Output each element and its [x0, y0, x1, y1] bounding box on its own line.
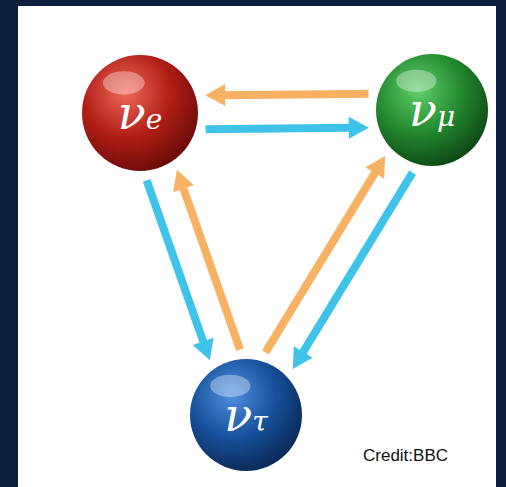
credit-note: Credit:BBC [363, 446, 448, 466]
oscillation-arrow [173, 170, 240, 350]
oscillation-arrow [205, 84, 368, 106]
oscillation-arrow [206, 117, 369, 139]
oscillation-arrow [293, 173, 413, 369]
neutrino-sphere: ντ [190, 359, 302, 471]
neutrino-symbol: νμ [409, 87, 455, 133]
neutrino-symbol: ντ [224, 392, 267, 438]
oscillation-arrow [147, 180, 214, 360]
neutrino-sphere: νμ [376, 54, 488, 166]
neutrino-symbol: νe [118, 90, 163, 136]
neutrino-sphere: νe [82, 55, 198, 171]
